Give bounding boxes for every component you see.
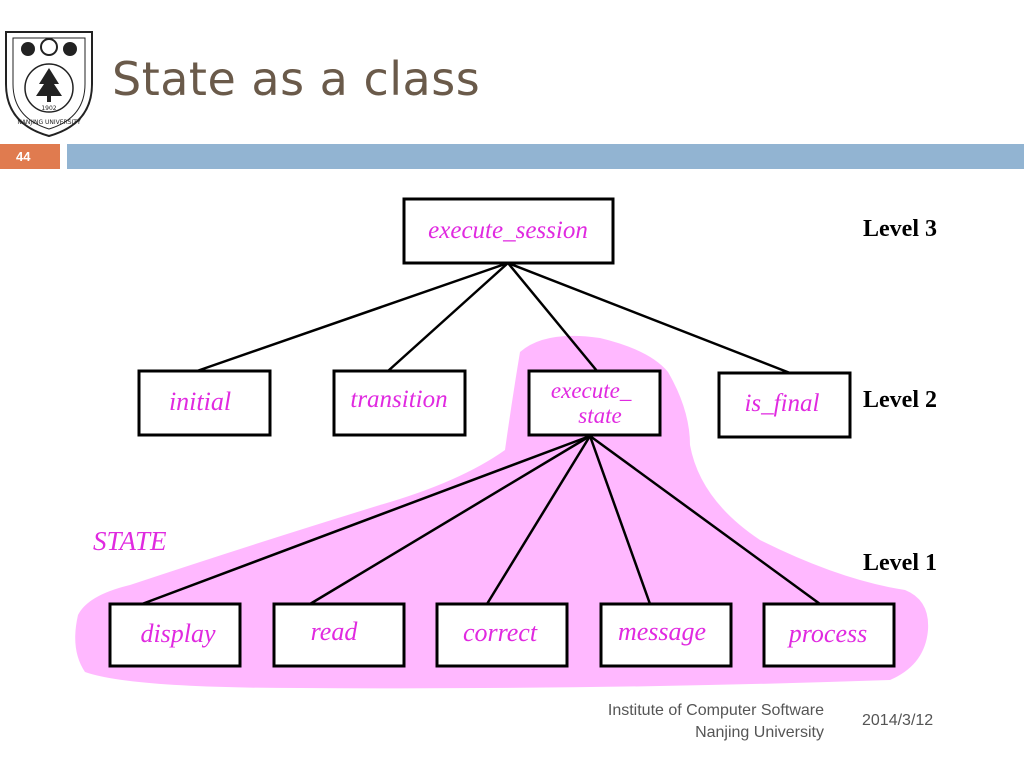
node-message (599, 602, 733, 668)
tree-edges (141, 261, 821, 606)
slide-number: 44 (0, 144, 60, 169)
node-correct (435, 602, 569, 668)
state-group-label: STATE (93, 526, 167, 556)
footer-date: 2014/3/12 (862, 712, 934, 729)
node-initial (137, 369, 272, 437)
node-display (108, 602, 242, 668)
level-2-label: Level 2 (863, 387, 937, 413)
node-label: correct (463, 618, 538, 647)
svg-text:1902: 1902 (41, 105, 56, 112)
node-label: display (140, 619, 216, 648)
node-label: initial (169, 387, 231, 416)
footer-institute-line2: Nanjing University (695, 724, 824, 741)
node-label: process (787, 619, 867, 648)
node-read (272, 602, 406, 668)
node-process (762, 602, 896, 668)
node-execute-session (402, 197, 615, 265)
level-3-label: Level 3 (863, 216, 937, 242)
node-is-final (717, 371, 852, 439)
node-label: execute_ state (551, 378, 637, 428)
node-label: is_final (744, 390, 819, 417)
state-group-region (75, 335, 929, 689)
slide-title: State as a class (112, 52, 481, 106)
title-bar (67, 144, 1024, 169)
university-logo-icon: 1902 NANJING UNIVERSITY (5, 31, 93, 138)
node-execute-state (527, 369, 662, 437)
footer-institute: Institute of Computer Software Nanjing U… (608, 700, 824, 744)
node-label: transition (350, 386, 447, 413)
level-1-label: Level 1 (863, 550, 937, 576)
node-label: read (311, 617, 359, 646)
node-transition (332, 369, 467, 437)
footer-institute-line1: Institute of Computer Software (607, 702, 824, 719)
node-label: message (618, 617, 706, 646)
node-label: execute_session (428, 217, 588, 244)
svg-text:NANJING UNIVERSITY: NANJING UNIVERSITY (17, 119, 81, 126)
